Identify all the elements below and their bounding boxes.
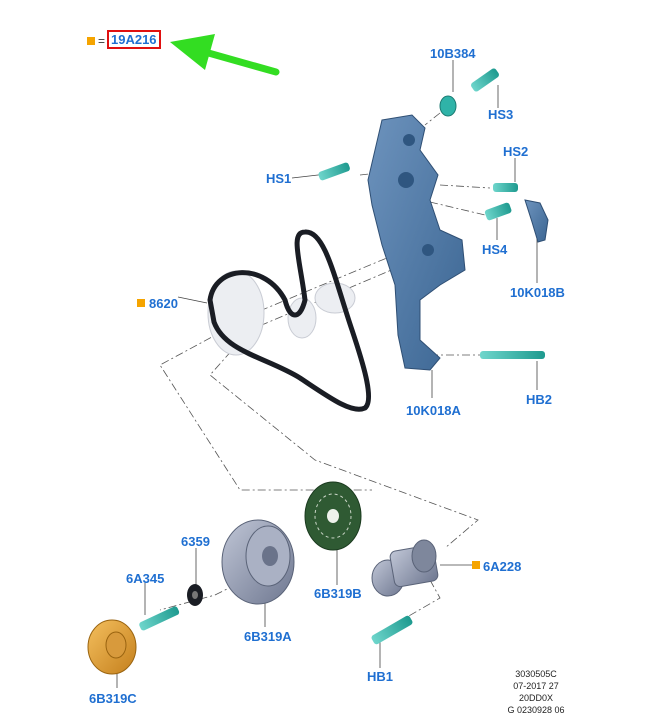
bolt-hs3 bbox=[471, 68, 499, 92]
label-8620: 8620 bbox=[149, 296, 178, 311]
legend-marker bbox=[87, 37, 95, 45]
label-10k018a: 10K018A bbox=[406, 403, 461, 418]
footer-line-1: 3030505C bbox=[515, 669, 557, 679]
disc-6b319b bbox=[304, 481, 362, 551]
belt-8620 bbox=[207, 229, 371, 412]
label-10b384: 10B384 bbox=[430, 46, 476, 61]
legend-equals: = bbox=[98, 34, 106, 48]
label-6b319c: 6B319C bbox=[89, 691, 137, 706]
label-hs4: HS4 bbox=[482, 242, 508, 257]
bolt-6a345 bbox=[139, 606, 180, 631]
bolt-hb1 bbox=[371, 615, 413, 645]
label-6b319b: 6B319B bbox=[314, 586, 362, 601]
label-hs3: HS3 bbox=[488, 107, 514, 122]
footer-line-2: 07-2017 27 bbox=[513, 681, 559, 691]
marker-6a228 bbox=[472, 561, 480, 569]
bracket-10k018a bbox=[367, 95, 466, 371]
marker-8620 bbox=[137, 299, 145, 307]
bracket-10k018b bbox=[524, 199, 549, 243]
pulley-6b319c bbox=[87, 619, 137, 675]
label-6a345: 6A345 bbox=[126, 571, 165, 586]
bolt-hs1 bbox=[318, 162, 350, 181]
footer-line-4: G 0230928 06 bbox=[507, 705, 565, 715]
footer-codes: 3030505C 07-2017 27 20DD0X G 0230928 06 bbox=[500, 668, 572, 716]
spacer-6359 bbox=[187, 584, 203, 606]
bolt-hb2 bbox=[480, 351, 545, 359]
bolt-hs2 bbox=[493, 183, 518, 192]
bolt-hs4 bbox=[484, 202, 512, 221]
label-hb2: HB2 bbox=[526, 392, 553, 407]
leader-lines bbox=[116, 60, 538, 688]
label-6b319a: 6B319A bbox=[244, 629, 292, 644]
label-6a228: 6A228 bbox=[483, 559, 522, 574]
label-10k018b: 10K018B bbox=[510, 285, 565, 300]
label-6359: 6359 bbox=[181, 534, 210, 549]
label-hs1: HS1 bbox=[266, 171, 292, 186]
pulley-6b319a bbox=[221, 519, 295, 605]
footer-line-3: 20DD0X bbox=[518, 693, 554, 703]
centerlines bbox=[159, 112, 491, 629]
tensioner-6a228 bbox=[371, 539, 439, 597]
label-hb1: HB1 bbox=[367, 669, 394, 684]
highlight-arrow bbox=[170, 34, 280, 76]
highlighted-part-code: 19A216 bbox=[107, 30, 161, 49]
label-hs2: HS2 bbox=[503, 144, 529, 159]
